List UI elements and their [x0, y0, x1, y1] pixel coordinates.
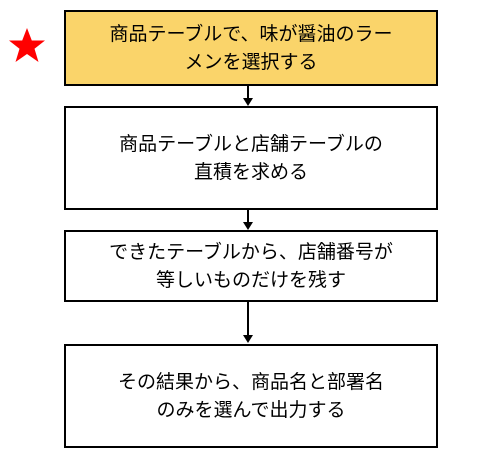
step-2-line-2: 直積を求める — [193, 161, 308, 183]
arrow-1-2 — [247, 86, 249, 99]
step-1-box: 商品テーブルで、味が醤油のラー メンを選択する — [64, 10, 438, 86]
arrowhead-2-3 — [243, 222, 253, 230]
step-1-line-2: メンを選択する — [184, 51, 318, 73]
star-icon — [9, 28, 45, 62]
step-3-box: できたテーブルから、店舗番号が 等しいものだけを残す — [64, 230, 438, 302]
step-2-line-1: 商品テーブルと店舗テーブルの — [119, 133, 383, 155]
step-2-box: 商品テーブルと店舗テーブルの 直積を求める — [64, 106, 438, 210]
arrow-3-4 — [247, 302, 249, 336]
step-3-line-2: 等しいものだけを残す — [155, 269, 346, 291]
step-3-line-1: できたテーブルから、店舗番号が — [109, 241, 393, 263]
step-4-line-2: のみを選んで出力する — [156, 399, 346, 421]
step-1-line-1: 商品テーブルで、味が醤油のラー — [109, 23, 393, 45]
step-4-box: その結果から、商品名と部署名 のみを選んで出力する — [64, 344, 438, 448]
arrow-2-3 — [247, 210, 249, 223]
arrowhead-3-4 — [243, 335, 253, 343]
arrowhead-1-2 — [243, 98, 253, 106]
step-4-line-1: その結果から、商品名と部署名 — [117, 371, 384, 393]
